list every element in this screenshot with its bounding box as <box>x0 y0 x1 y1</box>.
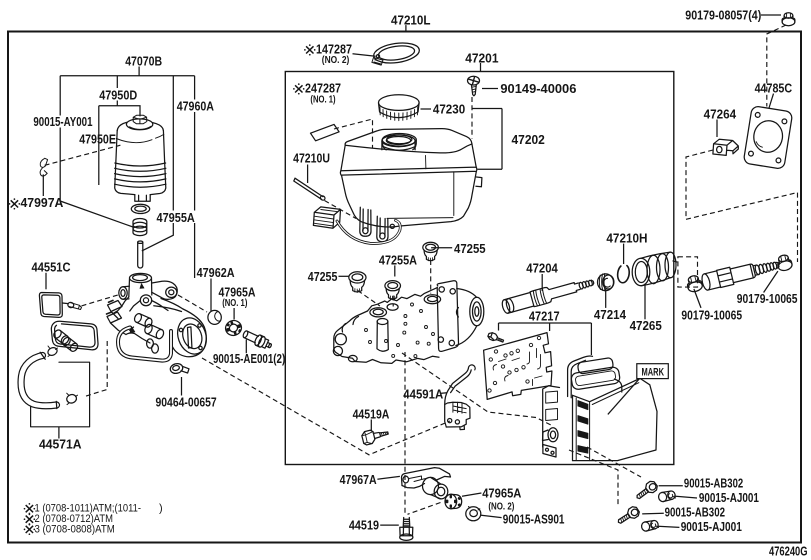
svg-text:47202: 47202 <box>512 133 545 147</box>
svg-text:): ) <box>159 503 163 515</box>
svg-text:44785C: 44785C <box>755 81 793 95</box>
svg-text:2 (0708-0712)ATM: 2 (0708-0712)ATM <box>35 513 114 525</box>
svg-text:(NO. 2): (NO. 2) <box>322 55 350 66</box>
svg-text:90015-AY001: 90015-AY001 <box>33 115 92 129</box>
svg-text:47950E: 47950E <box>79 132 116 146</box>
svg-text:47210H: 47210H <box>606 231 647 245</box>
svg-text:47265: 47265 <box>630 319 662 333</box>
svg-text:90015-AJ001: 90015-AJ001 <box>681 520 742 534</box>
svg-text:90015-AE001(2): 90015-AE001(2) <box>213 352 285 366</box>
svg-text:90015-AB302: 90015-AB302 <box>665 506 725 520</box>
svg-text:(NO. 2): (NO. 2) <box>488 501 514 512</box>
svg-text:1 (0708-1011)ATM;(1011-: 1 (0708-1011)ATM;(1011- <box>35 503 142 515</box>
svg-text:147287: 147287 <box>316 43 352 57</box>
svg-text:(NO. 1): (NO. 1) <box>310 94 335 105</box>
svg-text:47264: 47264 <box>704 107 737 121</box>
svg-text:476240G: 476240G <box>769 545 808 559</box>
svg-text:47962A: 47962A <box>197 266 235 280</box>
svg-text:47204: 47204 <box>526 261 558 275</box>
svg-text:47255: 47255 <box>454 242 486 256</box>
svg-text:44519A: 44519A <box>353 407 390 421</box>
svg-text:47070B: 47070B <box>125 55 162 69</box>
svg-text:MARK: MARK <box>642 366 665 378</box>
svg-text:90179-10065: 90179-10065 <box>681 309 742 323</box>
svg-text:47950D: 47950D <box>99 88 137 102</box>
svg-text:90149-40006: 90149-40006 <box>500 82 576 96</box>
svg-text:47230: 47230 <box>433 103 465 117</box>
svg-text:44551C: 44551C <box>32 260 71 274</box>
svg-text:90015-AS901: 90015-AS901 <box>503 513 565 527</box>
svg-text:47967A: 47967A <box>340 473 377 487</box>
svg-text:44519: 44519 <box>349 518 379 532</box>
svg-text:90179-08057(4): 90179-08057(4) <box>685 8 761 22</box>
svg-text:47210L: 47210L <box>391 13 431 27</box>
svg-text:47210U: 47210U <box>293 152 330 166</box>
svg-text:44591A: 44591A <box>403 387 443 401</box>
svg-text:47214: 47214 <box>594 308 626 322</box>
svg-text:47960A: 47960A <box>177 100 214 114</box>
svg-text:44571A: 44571A <box>39 437 82 451</box>
svg-text:90015-AJ001: 90015-AJ001 <box>699 491 759 505</box>
svg-text:90015-AB302: 90015-AB302 <box>684 477 743 491</box>
svg-text:3 (0708-0808)ATM: 3 (0708-0808)ATM <box>35 523 115 535</box>
svg-text:90464-00657: 90464-00657 <box>156 396 217 410</box>
svg-text:47965A: 47965A <box>482 487 521 501</box>
svg-text:47955A: 47955A <box>157 211 195 225</box>
svg-text:47217: 47217 <box>529 309 560 323</box>
svg-text:47997A: 47997A <box>21 196 64 210</box>
svg-text:47201: 47201 <box>465 51 498 65</box>
svg-text:90179-10065: 90179-10065 <box>737 292 798 306</box>
svg-text:(NO. 1): (NO. 1) <box>222 298 247 309</box>
svg-text:47965A: 47965A <box>219 285 256 299</box>
svg-text:47255: 47255 <box>308 270 338 284</box>
svg-text:247287: 247287 <box>305 82 341 96</box>
svg-text:47255A: 47255A <box>379 254 417 268</box>
